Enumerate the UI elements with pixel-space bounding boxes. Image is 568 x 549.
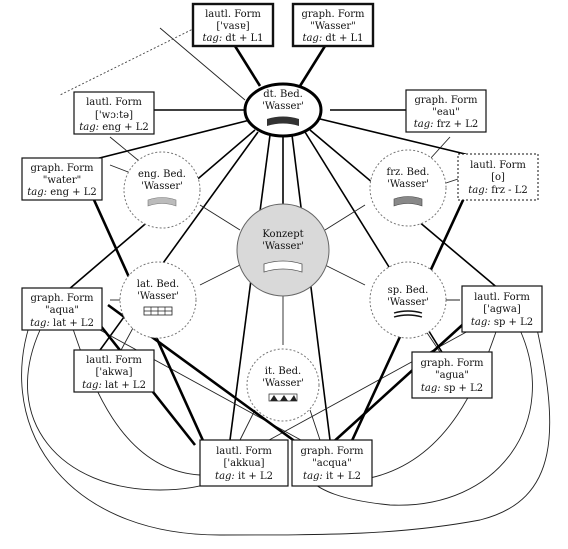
meaning-circle-en: eng. Bed. 'Wasser' bbox=[123, 151, 201, 229]
svg-text:tag: it + L2: tag: it + L2 bbox=[215, 471, 273, 482]
svg-text:['akwa]: ['akwa] bbox=[95, 367, 132, 378]
fr-flag-icon bbox=[393, 196, 423, 207]
svg-text:"acqua": "acqua" bbox=[312, 458, 352, 469]
la-flag-icon bbox=[143, 306, 173, 316]
svg-text:['wɔːtə]: ['wɔːtə] bbox=[95, 110, 133, 121]
meaning-circle-fr: frz. Bed. 'Wasser' bbox=[369, 149, 447, 227]
svg-text:[o]: [o] bbox=[491, 172, 505, 183]
svg-text:graph. Form: graph. Form bbox=[300, 446, 364, 457]
es-flag-icon bbox=[393, 310, 423, 318]
svg-text:graph. Form: graph. Form bbox=[301, 9, 365, 20]
meaning-circle-es: sp. Bed. 'Wasser' bbox=[369, 261, 447, 339]
svg-text:'Wasser': 'Wasser' bbox=[137, 291, 179, 302]
svg-text:graph. Form: graph. Form bbox=[30, 163, 94, 174]
concept-flag-icon bbox=[263, 260, 303, 273]
svg-text:tag: dt + L1: tag: dt + L1 bbox=[302, 33, 363, 44]
svg-text:lautl. Form: lautl. Form bbox=[205, 9, 261, 20]
form-box-lautl-fr: lautl. Form [o] tag: frz - L2 bbox=[457, 153, 539, 201]
svg-text:'Wasser': 'Wasser' bbox=[387, 179, 429, 190]
it-flag-icon bbox=[268, 393, 298, 402]
form-box-graph-de: graph. Form "Wasser" tag: dt + L1 bbox=[291, 2, 375, 48]
concept-circle: Konzept 'Wasser' bbox=[236, 203, 330, 297]
meaning-circle-la: lat. Bed. 'Wasser' bbox=[119, 261, 197, 339]
svg-text:'Wasser': 'Wasser' bbox=[387, 297, 429, 308]
svg-text:tag: dt + L1: tag: dt + L1 bbox=[202, 33, 263, 44]
svg-text:lautl. Form: lautl. Form bbox=[216, 446, 272, 457]
de-flag-icon bbox=[267, 116, 299, 126]
svg-text:it. Bed.: it. Bed. bbox=[265, 366, 301, 377]
svg-text:['agwa]: ['agwa] bbox=[483, 304, 521, 315]
svg-text:sp. Bed.: sp. Bed. bbox=[388, 285, 429, 296]
svg-text:tag: frz - L2: tag: frz - L2 bbox=[468, 185, 527, 196]
form-box-graph-en: graph. Form "water" tag: eng + L2 bbox=[21, 157, 103, 201]
svg-text:lat. Bed.: lat. Bed. bbox=[137, 279, 179, 290]
svg-text:"Wasser": "Wasser" bbox=[310, 21, 356, 32]
svg-text:'Wasser': 'Wasser' bbox=[262, 241, 304, 252]
svg-text:eng. Bed.: eng. Bed. bbox=[138, 169, 186, 180]
svg-text:graph. Form: graph. Form bbox=[420, 358, 484, 369]
form-box-graph-es: graph. Form "agua" tag: sp + L2 bbox=[411, 351, 493, 399]
svg-text:lautl. Form: lautl. Form bbox=[474, 292, 530, 303]
svg-text:"water": "water" bbox=[43, 175, 81, 186]
svg-text:"aqua": "aqua" bbox=[45, 305, 79, 316]
en-flag-icon bbox=[147, 197, 177, 207]
svg-text:tag: sp + L2: tag: sp + L2 bbox=[421, 383, 483, 394]
form-box-lautl-la: lautl. Form ['akwa] tag: lat + L2 bbox=[73, 349, 155, 393]
svg-text:graph. Form: graph. Form bbox=[414, 95, 478, 106]
svg-text:"agua": "agua" bbox=[435, 370, 469, 381]
connector-lines bbox=[21, 27, 551, 536]
form-box-graph-fr: graph. Form "eau" tag: frz + L2 bbox=[405, 89, 487, 133]
svg-text:Konzept: Konzept bbox=[262, 229, 303, 240]
svg-text:tag: lat + L2: tag: lat + L2 bbox=[82, 380, 146, 391]
form-box-lautl-it: lautl. Form ['akkua] tag: it + L2 bbox=[199, 439, 289, 487]
svg-text:'Wasser': 'Wasser' bbox=[141, 181, 183, 192]
svg-text:['akkua]: ['akkua] bbox=[223, 458, 264, 469]
svg-text:'Wasser': 'Wasser' bbox=[262, 378, 304, 389]
svg-text:tag: lat + L2: tag: lat + L2 bbox=[30, 318, 94, 329]
svg-text:frz. Bed.: frz. Bed. bbox=[387, 167, 430, 178]
svg-text:dt. Bed.: dt. Bed. bbox=[263, 89, 303, 100]
form-box-lautl-en: lautl. Form ['wɔːtə] tag: eng + L2 bbox=[73, 91, 155, 135]
svg-text:tag: eng + L2: tag: eng + L2 bbox=[79, 122, 148, 133]
svg-text:['vasɐ]: ['vasɐ] bbox=[216, 21, 249, 32]
svg-text:"eau": "eau" bbox=[432, 107, 460, 118]
svg-text:graph. Form: graph. Form bbox=[30, 293, 94, 304]
svg-text:tag: sp + L2: tag: sp + L2 bbox=[471, 317, 533, 328]
svg-text:tag: eng + L2: tag: eng + L2 bbox=[27, 187, 96, 198]
form-box-lautl-es: lautl. Form ['agwa] tag: sp + L2 bbox=[461, 285, 543, 333]
svg-text:'Wasser': 'Wasser' bbox=[262, 101, 304, 112]
form-box-graph-it: graph. Form "acqua" tag: it + L2 bbox=[291, 439, 373, 487]
meaning-circle-it: it. Bed. 'Wasser' bbox=[246, 348, 320, 422]
svg-text:tag: frz + L2: tag: frz + L2 bbox=[414, 119, 478, 130]
form-box-lautl-de: lautl. Form ['vasɐ] tag: dt + L1 bbox=[191, 2, 275, 48]
svg-text:tag: it + L2: tag: it + L2 bbox=[303, 471, 361, 482]
svg-text:lautl. Form: lautl. Form bbox=[470, 160, 526, 171]
form-box-graph-la: graph. Form "aqua" tag: lat + L2 bbox=[21, 287, 103, 331]
svg-text:lautl. Form: lautl. Form bbox=[86, 97, 142, 108]
svg-text:lautl. Form: lautl. Form bbox=[86, 355, 142, 366]
meaning-circle-de: dt. Bed. 'Wasser' bbox=[243, 82, 323, 138]
